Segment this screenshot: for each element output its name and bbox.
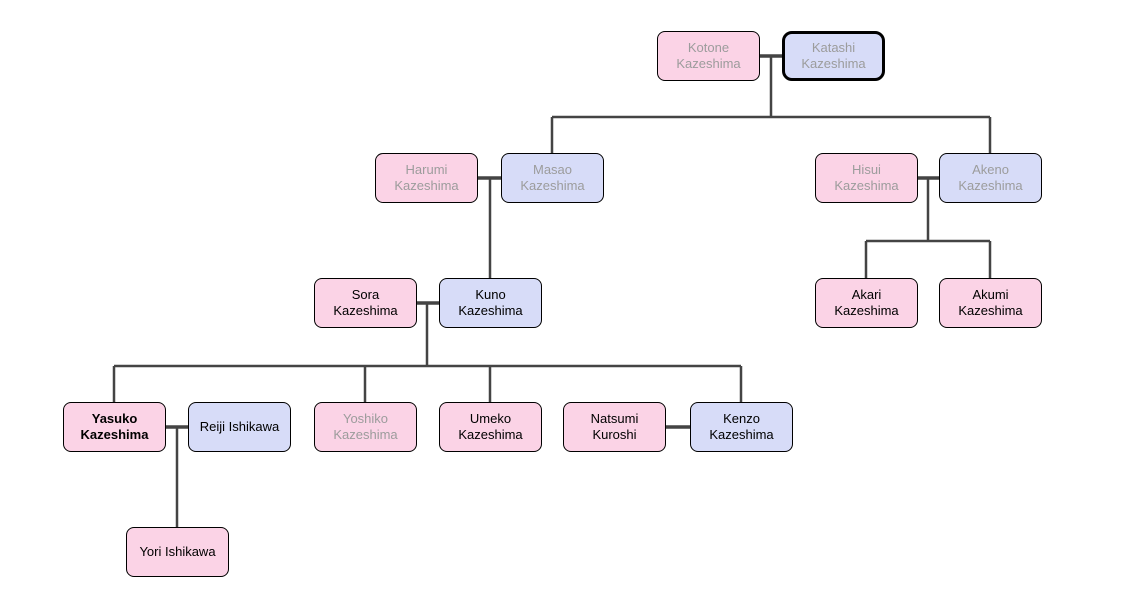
person-name-line: Yasuko <box>91 411 138 426</box>
person-name-line: Kazeshima <box>458 427 523 442</box>
person-name-line: Kazeshima <box>394 178 459 193</box>
person-name-line: Umeko <box>469 411 512 426</box>
person-name-line: Kazeshima <box>333 427 398 442</box>
person-name-line: Katashi <box>811 40 856 55</box>
person-name-line: Harumi <box>405 162 448 177</box>
person-name-line: Kazeshima <box>80 427 149 442</box>
person-name-line: Yori Ishikawa <box>139 544 216 559</box>
person-box-yori-ishikawa[interactable]: Yori Ishikawa <box>126 527 229 577</box>
person-name-line: Reiji Ishikawa <box>199 419 280 434</box>
person-name-line: Yoshiko <box>342 411 389 426</box>
person-name-line: Sora <box>351 287 380 302</box>
person-name-line: Akari <box>851 287 882 302</box>
person-name-line: Kazeshima <box>520 178 585 193</box>
person-name-line: Akeno <box>972 162 1009 177</box>
person-name-line: Kazeshima <box>958 178 1023 193</box>
person-name-line: Kazeshima <box>834 178 899 193</box>
person-name-line: Masao <box>532 162 573 177</box>
person-box-reiji-ishikawa[interactable]: Reiji Ishikawa <box>188 402 291 452</box>
person-name-line: Kuroshi <box>592 427 637 442</box>
person-name-line: Kotone <box>687 40 730 55</box>
person-name-line: Kazeshima <box>801 56 866 71</box>
person-name-line: Kuno <box>475 287 506 302</box>
person-name-line: Kazeshima <box>676 56 741 71</box>
person-name-line: Natsumi <box>590 411 639 426</box>
person-name-line: Kazeshima <box>333 303 398 318</box>
person-name-line: Hisui <box>852 162 881 177</box>
person-name-line: Kazeshima <box>958 303 1023 318</box>
person-name-line: Kazeshima <box>458 303 523 318</box>
person-name-line: Kenzo <box>723 411 760 426</box>
person-name-line: Kazeshima <box>709 427 774 442</box>
person-name-line: Kazeshima <box>834 303 899 318</box>
person-name-line: Akumi <box>972 287 1009 302</box>
